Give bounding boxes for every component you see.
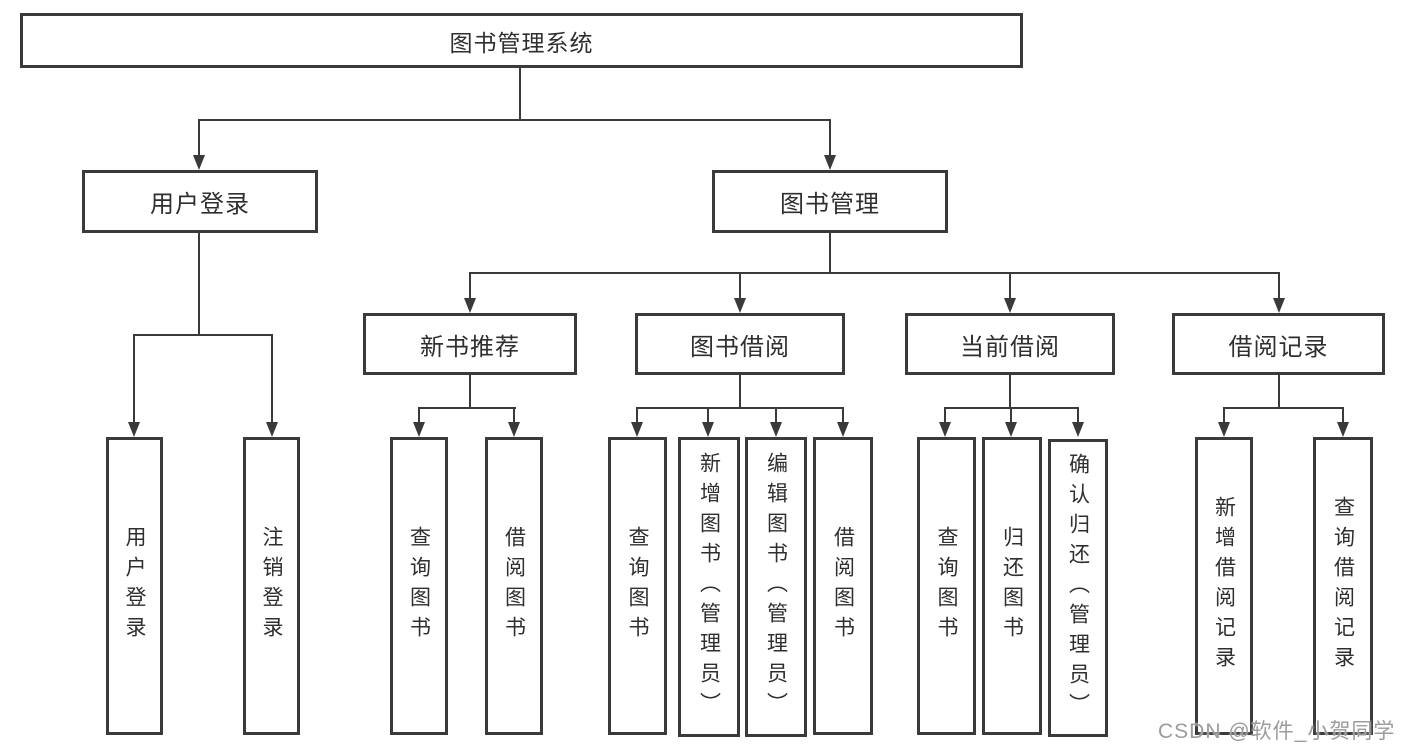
arrowhead-user-login — [193, 155, 205, 170]
connector-stem-br-query — [1342, 407, 1344, 422]
connector-user-login-rail — [133, 334, 273, 336]
connector-user-login-drop — [198, 233, 200, 335]
connector-stem-book-management — [829, 119, 831, 155]
connector-stem-cb-query — [944, 407, 946, 422]
arrowhead-book-borrowing — [734, 298, 746, 313]
arrowhead-br-query — [1337, 422, 1349, 437]
arrowhead-bb-query — [631, 422, 643, 437]
arrowhead-nb-query — [413, 422, 425, 437]
arrowhead-cb-query — [939, 422, 951, 437]
connector-stem-bb-query — [636, 407, 638, 422]
connector-current-borrowing-drop — [1009, 375, 1011, 408]
leaf-cb-return-books: 归还图书 — [982, 437, 1042, 735]
arrowhead-new-book — [464, 298, 476, 313]
leaf-br-add-record: 新增借阅记录 — [1195, 437, 1253, 735]
connector-stem-borrowing-records — [1278, 272, 1280, 298]
connector-book-borrowing-rail — [636, 407, 844, 409]
connector-stem-cb-return — [1010, 407, 1012, 422]
connector-stem-bb-edit — [775, 407, 777, 422]
node-borrowing-records: 借阅记录 — [1172, 313, 1385, 375]
arrowhead-borrowing-records — [1273, 298, 1285, 313]
node-book-management: 图书管理 — [712, 170, 948, 233]
connector-stem-br-add — [1223, 407, 1225, 422]
node-library-management-system: 图书管理系统 — [20, 13, 1023, 68]
connector-book-management-drop — [829, 233, 831, 273]
leaf-bb-add-books-admin: 新增图书（管理员） — [678, 437, 740, 737]
arrowhead-leaf-logout — [266, 422, 278, 437]
node-current-borrowing: 当前借阅 — [905, 313, 1115, 375]
leaf-nb-query-books: 查询图书 — [390, 437, 448, 735]
leaf-br-query-record: 查询借阅记录 — [1313, 437, 1373, 735]
connector-stem-new-book — [469, 272, 471, 298]
arrowhead-nb-borrow — [508, 422, 520, 437]
arrowhead-leaf-user-login — [128, 422, 140, 437]
leaf-bb-query-books: 查询图书 — [608, 437, 667, 735]
leaf-nb-borrow-books: 借阅图书 — [485, 437, 543, 735]
leaf-bb-edit-books-admin: 编辑图书（管理员） — [745, 437, 807, 737]
connector-stem-leaf-user-login — [133, 334, 135, 422]
connector-new-book-rail — [418, 407, 516, 409]
connector-level2-rail — [198, 119, 831, 121]
connector-root-trunk — [519, 68, 521, 120]
connector-borrowing-records-rail — [1223, 407, 1344, 409]
connector-stem-book-borrowing — [739, 272, 741, 298]
arrowhead-bb-edit — [770, 422, 782, 437]
connector-stem-leaf-logout — [271, 334, 273, 422]
arrowhead-bb-add — [702, 422, 714, 437]
connector-stem-current-borrowing — [1009, 272, 1011, 298]
arrowhead-cb-return — [1005, 422, 1017, 437]
leaf-cb-query-books: 查询图书 — [917, 437, 976, 735]
arrowhead-current-borrowing — [1004, 298, 1016, 313]
arrowhead-bb-borrow — [837, 422, 849, 437]
connector-stem-bb-borrow — [842, 407, 844, 422]
connector-stem-user-login — [198, 119, 200, 155]
leaf-user-login: 用户登录 — [106, 437, 163, 735]
node-book-borrowing: 图书借阅 — [635, 313, 845, 375]
node-new-book-recommendation: 新书推荐 — [363, 313, 577, 375]
connector-stem-bb-add — [707, 407, 709, 422]
arrowhead-book-management — [824, 155, 836, 170]
connector-stem-nb-query — [418, 407, 420, 422]
arrowhead-cb-confirm — [1072, 422, 1084, 437]
connector-book-borrowing-drop — [739, 375, 741, 408]
leaf-logout-login: 注销登录 — [243, 437, 300, 735]
arrowhead-br-add — [1218, 422, 1230, 437]
connector-level3-rail — [469, 272, 1280, 274]
csdn-watermark: CSDN @软件_小贺同学 — [1158, 720, 1396, 743]
connector-borrowing-records-drop — [1278, 375, 1280, 408]
connector-stem-cb-confirm — [1077, 407, 1079, 422]
connector-new-book-drop — [469, 375, 471, 408]
connector-stem-nb-borrow — [513, 407, 515, 422]
node-user-login: 用户登录 — [82, 170, 318, 233]
leaf-cb-confirm-return-admin: 确认归还（管理员） — [1048, 439, 1108, 737]
leaf-bb-borrow-books: 借阅图书 — [813, 437, 873, 735]
